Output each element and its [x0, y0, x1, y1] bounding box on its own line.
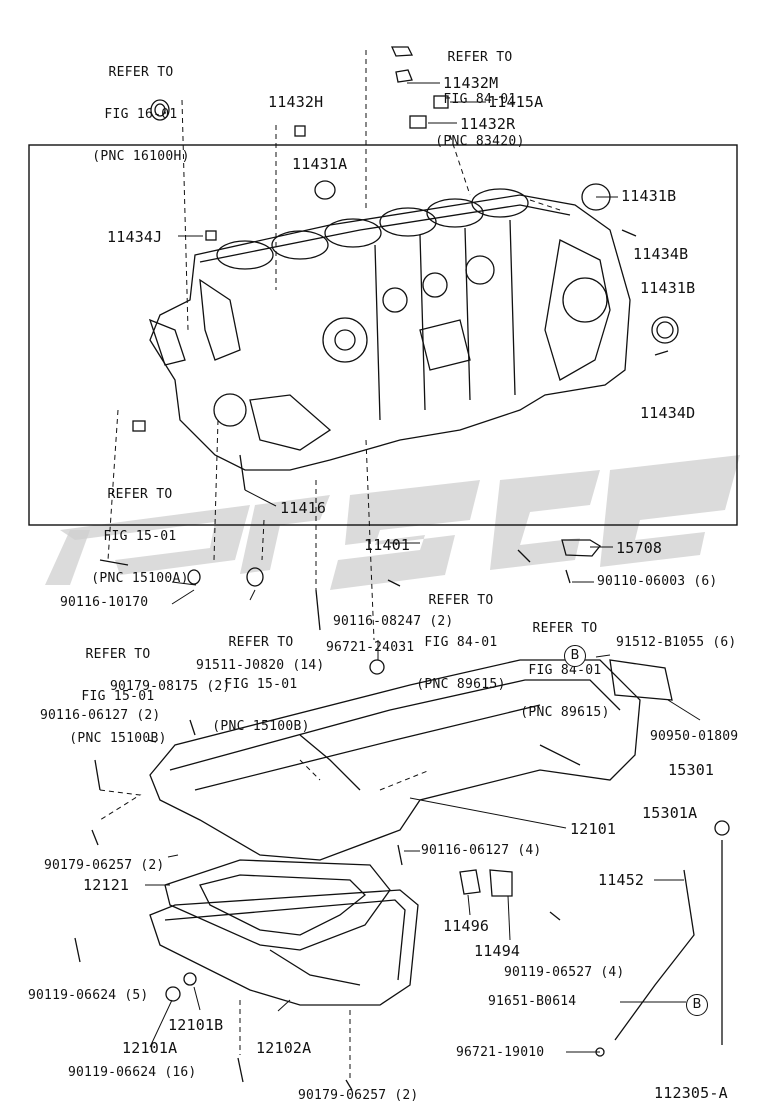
oil-pan-upper-drawing — [149, 659, 641, 861]
dashed-lines — [99, 50, 561, 1078]
oil-pan-lower-drawing — [149, 889, 419, 1006]
part-label: 12101B — [168, 1016, 224, 1034]
ref-line: FIG 15-01 — [103, 529, 177, 544]
ref-line: FIG 84-01 — [443, 92, 517, 107]
part-label: 96721-19010 — [456, 1045, 545, 1060]
part-label: 96721-24031 — [326, 640, 415, 655]
part-label: 11415A — [488, 93, 544, 111]
refer-fig-84-01-right: REFER TO FIG 84-01 (PNC 89615) — [510, 594, 620, 734]
part-label: 90116-10170 — [60, 595, 149, 610]
part-label: 11432H — [268, 93, 324, 111]
refer-fig-15-01-b-mid: REFER TO FIG 15-01 (PNC 15100B) — [200, 608, 322, 748]
engine-block-drawing — [148, 188, 631, 471]
watermark-logo — [45, 455, 740, 590]
ref-line: REFER TO — [107, 487, 173, 502]
ref-line: REFER TO — [428, 593, 494, 608]
part-label: 90179-06257 (2) — [298, 1088, 419, 1103]
part-label: 90119-06624 (16) — [68, 1065, 197, 1080]
oil-screen-drawing — [164, 859, 391, 951]
part-label: 11434B — [633, 245, 689, 263]
ref-line: FIG 16-01 — [104, 107, 178, 122]
part-label: 90179-08175 (2) — [110, 679, 231, 694]
refer-fig-84-01-mid: REFER TO FIG 84-01 (PNC 89615) — [402, 566, 520, 706]
part-label: 12101A — [122, 1039, 178, 1057]
part-label: 91512-B1055 (6) — [616, 635, 737, 650]
part-label: 91651-B0614 — [488, 994, 577, 1009]
callout-b-bottom: B — [686, 994, 708, 1016]
part-label: 11431B — [640, 279, 696, 297]
callout-b-top: B — [564, 645, 586, 667]
part-label: 90119-06624 (5) — [28, 988, 149, 1003]
part-label: 90179-06257 (2) — [44, 858, 165, 873]
part-label: 11496 — [443, 917, 490, 935]
part-label: 90116-06127 (2) — [40, 708, 161, 723]
part-label: 90116-06127 (4) — [421, 843, 542, 858]
ref-line: REFER TO — [228, 635, 294, 650]
part-label: 15301 — [668, 761, 715, 779]
ref-line: (PNC 83420) — [435, 134, 525, 149]
ref-line: (PNC 89615) — [520, 705, 610, 720]
part-label: 90119-06527 (4) — [504, 965, 625, 980]
block-frame — [28, 144, 738, 526]
refer-fig-15-01-a: REFER TO FIG 15-01 (PNC 15100A) — [80, 460, 200, 600]
ref-line: FIG 15-01 — [81, 689, 155, 704]
ref-line: FIG 15-01 — [224, 677, 298, 692]
ref-line: REFER TO — [447, 50, 513, 65]
part-label: 90110-06003 (6) — [597, 574, 718, 589]
part-label: 91511-J0820 (14) — [196, 658, 325, 673]
part-label: 11431B — [621, 187, 677, 205]
part-label: 11416 — [280, 499, 327, 517]
ref-line: REFER TO — [85, 647, 151, 662]
part-label: 12102A — [256, 1039, 312, 1057]
ref-line: (PNC 15100A) — [91, 571, 189, 586]
ref-line: (PNC 15100B) — [212, 719, 310, 734]
ref-line: REFER TO — [532, 621, 598, 636]
ref-line: (PNC 15100B) — [69, 731, 167, 746]
part-label: 90116-08247 (2) — [333, 614, 454, 629]
part-label: 11434J — [107, 228, 163, 246]
ref-line: REFER TO — [108, 65, 174, 80]
part-label: 15301A — [642, 804, 698, 822]
part-label: 11431A — [292, 155, 348, 173]
refer-fig-84-01-top: REFER TO FIG 84-01 (PNC 83420) — [420, 23, 540, 163]
part-label: 90950-01809 — [650, 729, 739, 744]
small-parts — [74, 46, 730, 1091]
leader-lines — [145, 82, 701, 1053]
part-label: 11432R — [460, 115, 516, 133]
part-label: 11452 — [598, 871, 645, 889]
part-label: 11494 — [474, 942, 521, 960]
ref-line: (PNC 89615) — [416, 677, 506, 692]
figure-number: 112305-A — [654, 1084, 728, 1102]
part-label: 11432M — [443, 74, 499, 92]
ref-line: FIG 84-01 — [528, 663, 602, 678]
part-label: 12121 — [83, 876, 130, 894]
refer-fig-15-01-b-left: REFER TO FIG 15-01 (PNC 15100B) — [58, 620, 178, 760]
refer-fig-16-01: REFER TO FIG 16-01 (PNC 16100H) — [88, 38, 194, 178]
ref-line: (PNC 16100H) — [92, 149, 190, 164]
part-label: 11401 — [364, 536, 411, 554]
part-label: 11434D — [640, 404, 696, 422]
ref-line: FIG 84-01 — [424, 635, 498, 650]
part-label: 12101 — [570, 820, 617, 838]
part-label: 15708 — [616, 539, 663, 557]
